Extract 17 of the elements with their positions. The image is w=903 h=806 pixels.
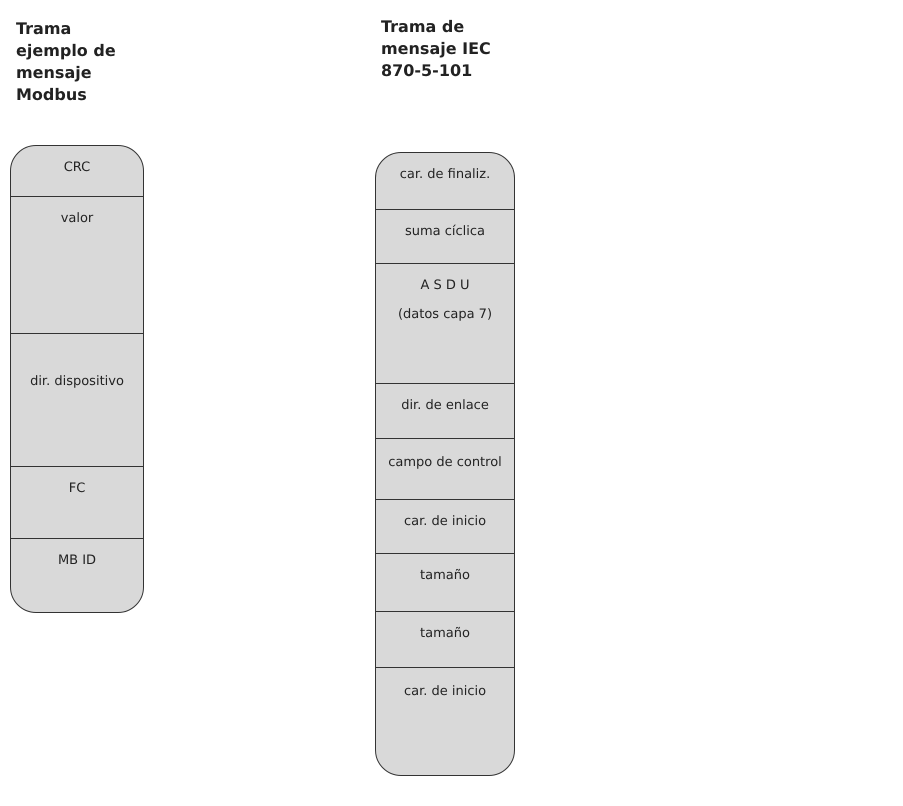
field-label: tamaño <box>420 626 470 641</box>
frame-heading: Trama de mensaje IEC 870-5-101 <box>381 16 492 82</box>
field-label: tamaño <box>420 568 470 583</box>
field-label: car. de finaliz. <box>400 167 490 182</box>
field-label: MB ID <box>58 553 96 568</box>
field-label: dir. de enlace <box>401 398 489 413</box>
field-label: valor <box>60 211 94 226</box>
field-label: campo de control <box>388 455 502 470</box>
frame-heading: Trama ejemplo de mensaje Modbus <box>16 18 117 106</box>
field-label: CRC <box>64 160 90 175</box>
field-label: dir. dispositivo <box>30 374 124 389</box>
field-label: car. de inicio <box>404 514 486 529</box>
field-label: A S D U <box>420 278 470 293</box>
field-label: (datos capa 7) <box>398 307 492 322</box>
field-label: car. de inicio <box>404 684 486 699</box>
field-label: suma cíclica <box>404 224 486 239</box>
field-label: FC <box>68 481 86 496</box>
